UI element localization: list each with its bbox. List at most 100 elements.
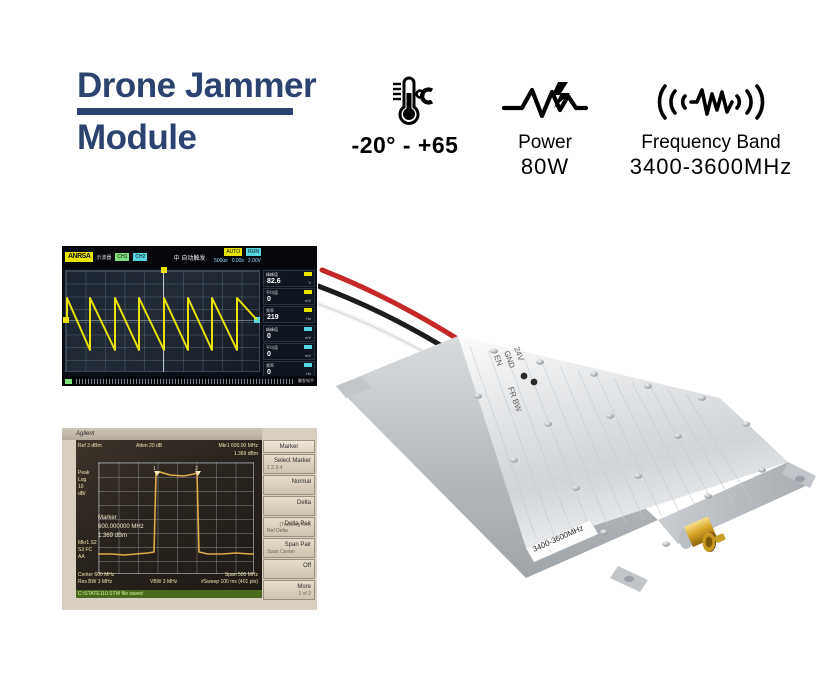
sa-softkey-span-pair[interactable]: Span Pair Span Center (263, 538, 315, 558)
sa-softkey-normal[interactable]: Normal (263, 475, 315, 495)
spec-power: Power 80W (490, 72, 600, 180)
scope-zero-line (65, 320, 260, 321)
meas-chip (304, 272, 312, 276)
sa-scale-div: 10 (78, 484, 84, 490)
sa-softkey-sublabel-2: Ref Delta (267, 528, 288, 534)
scope-brand-sub: 示波器 (96, 254, 112, 261)
scope-measurement-item[interactable]: 频率 0 Hz (263, 360, 315, 378)
meas-value: 0 (267, 296, 271, 304)
scope-footer-bar: 触发电平 (62, 376, 317, 386)
mounting-flange-right (782, 462, 816, 488)
scope-badge-auto: AUTO (224, 248, 243, 256)
scope-badge-run: RUN (246, 248, 261, 256)
scope-status-ch1: 2.00V (247, 258, 261, 264)
scope-measurement-item[interactable]: 频率 219 Hz (263, 306, 315, 324)
pad-hole-2 (530, 378, 538, 386)
sa-softkey-label: Span Pair (284, 542, 311, 548)
sa-softkey-label: Select Marker (273, 458, 311, 464)
sa-brand: Agilent (76, 431, 95, 437)
sa-status-line: C:\STATE110.STW file saved (76, 590, 262, 598)
sa-softkey-delta[interactable]: Delta (263, 496, 315, 516)
sa-flag-1: Mkr1 S2 (78, 540, 97, 546)
spec-group: -20° - +65 Power 80W (330, 72, 830, 200)
scope-measurement-item[interactable]: 平均值 0 mV (263, 342, 315, 360)
sa-softkey-sublabel: 1 of 2 (298, 591, 311, 597)
sa-softkey-label: Off (303, 563, 311, 569)
flange-hole-right (795, 475, 805, 483)
sa-sweep: #Sweep 100 ms (401 pts) (201, 579, 258, 585)
sa-softkey-menu: Marker Select Marker 1 2 3 4 Normal Delt… (263, 440, 315, 600)
sa-marker-readout-value: 1.369 dBm (233, 451, 258, 457)
scope-footer-chip (65, 378, 72, 384)
title-line-1: Drone Jammer (77, 66, 317, 105)
scope-sawtooth-trace (66, 297, 258, 351)
sa-marker-info: Marker 600.000000 MHz 1.369 dBm (98, 514, 144, 541)
sa-softkey-sublabel: 1 2 3 4 (267, 465, 283, 471)
spec-temperature: -20° - +65 (330, 72, 480, 158)
sa-softkey-select-marker[interactable]: Select Marker 1 2 3 4 (263, 454, 315, 474)
spec-frequency-value: 3400-3600MHz (629, 154, 793, 179)
sa-vbw: VBW 3 MHz (150, 579, 178, 585)
scope-measurement-panel: 峰峰值 82.6 V 平均值 0 mV 频率 219 Hz 峰峰值 0 (263, 270, 315, 378)
spec-temperature-value: -20° - +65 (351, 132, 459, 158)
mounting-flange-left (336, 377, 372, 398)
scope-trigger-marker[interactable] (161, 267, 167, 273)
meas-tag: 平均值 (266, 344, 278, 350)
power-waveform-icon (490, 72, 600, 132)
spec-frequency: Frequency Band 3400-3600MHz (592, 72, 830, 180)
thermometer-celsius-icon (330, 72, 480, 132)
sa-scale-mode: Log (78, 477, 87, 483)
sma-gold-connector (679, 516, 726, 552)
sa-softkey-more[interactable]: More 1 of 2 (263, 580, 315, 600)
svg-text:2: 2 (195, 466, 198, 472)
signal-wave-icon (592, 72, 830, 132)
scope-header-bar: ANRSA 示波器 CH1 CH2 中 自动触发 AUTO RUN 500us … (62, 246, 317, 268)
scope-brand: ANRSA (65, 252, 94, 262)
meas-value: 0 (267, 368, 271, 376)
sa-res-bw: Res BW 3 MHz (78, 579, 113, 585)
sa-softkey-sublabel: Span Center (267, 549, 296, 555)
spec-frequency-label: Frequency Band (641, 132, 781, 153)
sa-softkey-off[interactable]: Off (263, 559, 315, 579)
meas-value: 82.6 (267, 278, 281, 285)
side-sticker (525, 519, 599, 563)
sa-attenuation: Atten 20 dB (136, 443, 163, 449)
meas-unit: Hz (306, 370, 311, 376)
sa-softkey-label: More (297, 584, 311, 590)
meas-chip (304, 326, 312, 331)
title-divider (77, 108, 293, 115)
scope-badge-ch2: CH2 (133, 253, 148, 261)
screw-set (474, 348, 766, 547)
scope-measurement-item[interactable]: 峰峰值 82.6 V (263, 270, 315, 287)
scope-measurement-item[interactable]: 平均值 0 mV (263, 288, 315, 306)
scope-measurement-item[interactable]: 峰峰值 0 mV (263, 324, 315, 342)
meas-chip (304, 308, 312, 313)
meas-tag: 峰峰值 (266, 326, 278, 332)
sa-softkey-label: Normal (291, 479, 311, 485)
sa-softkey-sublabel: (Tracking Ref) (279, 522, 312, 528)
meas-tag: 平均值 (266, 290, 278, 296)
sa-trace: 1 2 (98, 466, 254, 556)
scope-badge-ch1: CH1 (115, 253, 130, 261)
meas-unit: mV (305, 352, 311, 358)
sa-display: Ref 3 dBm Atten 20 dB Mkr1 600.00 MHz 1.… (76, 440, 262, 598)
sa-softkey-label: Delta (296, 500, 311, 506)
meas-chip (304, 362, 312, 367)
spec-power-value: 80W (520, 154, 570, 179)
sa-marker-amplitude: 1.369 dBm (98, 533, 128, 539)
sa-softkey-label: Marker (279, 444, 299, 450)
scope-memory-bar[interactable] (76, 378, 294, 384)
module-top-face (458, 336, 788, 548)
sa-title-bar: Agilent (62, 428, 262, 440)
scope-trigger-status: 中 自动触发 (173, 255, 206, 262)
sa-scale-unit: dB/ (78, 491, 86, 497)
sa-softkey-header: Marker (263, 440, 315, 453)
pad-hole-1 (520, 372, 528, 380)
sa-marker-frequency: 600.000000 MHz (98, 524, 144, 530)
spectrum-analyzer-screenshot: Agilent Ref 3 dBm Atten 20 dB Mkr1 600.0… (62, 428, 317, 610)
flange-hole-bottom (624, 575, 634, 583)
meas-value: 0 (267, 332, 271, 340)
scope-status-time: 500us (214, 258, 228, 264)
sa-softkey-delta-pair[interactable]: Delta Pair (Tracking Ref) Ref Delta (263, 517, 315, 537)
